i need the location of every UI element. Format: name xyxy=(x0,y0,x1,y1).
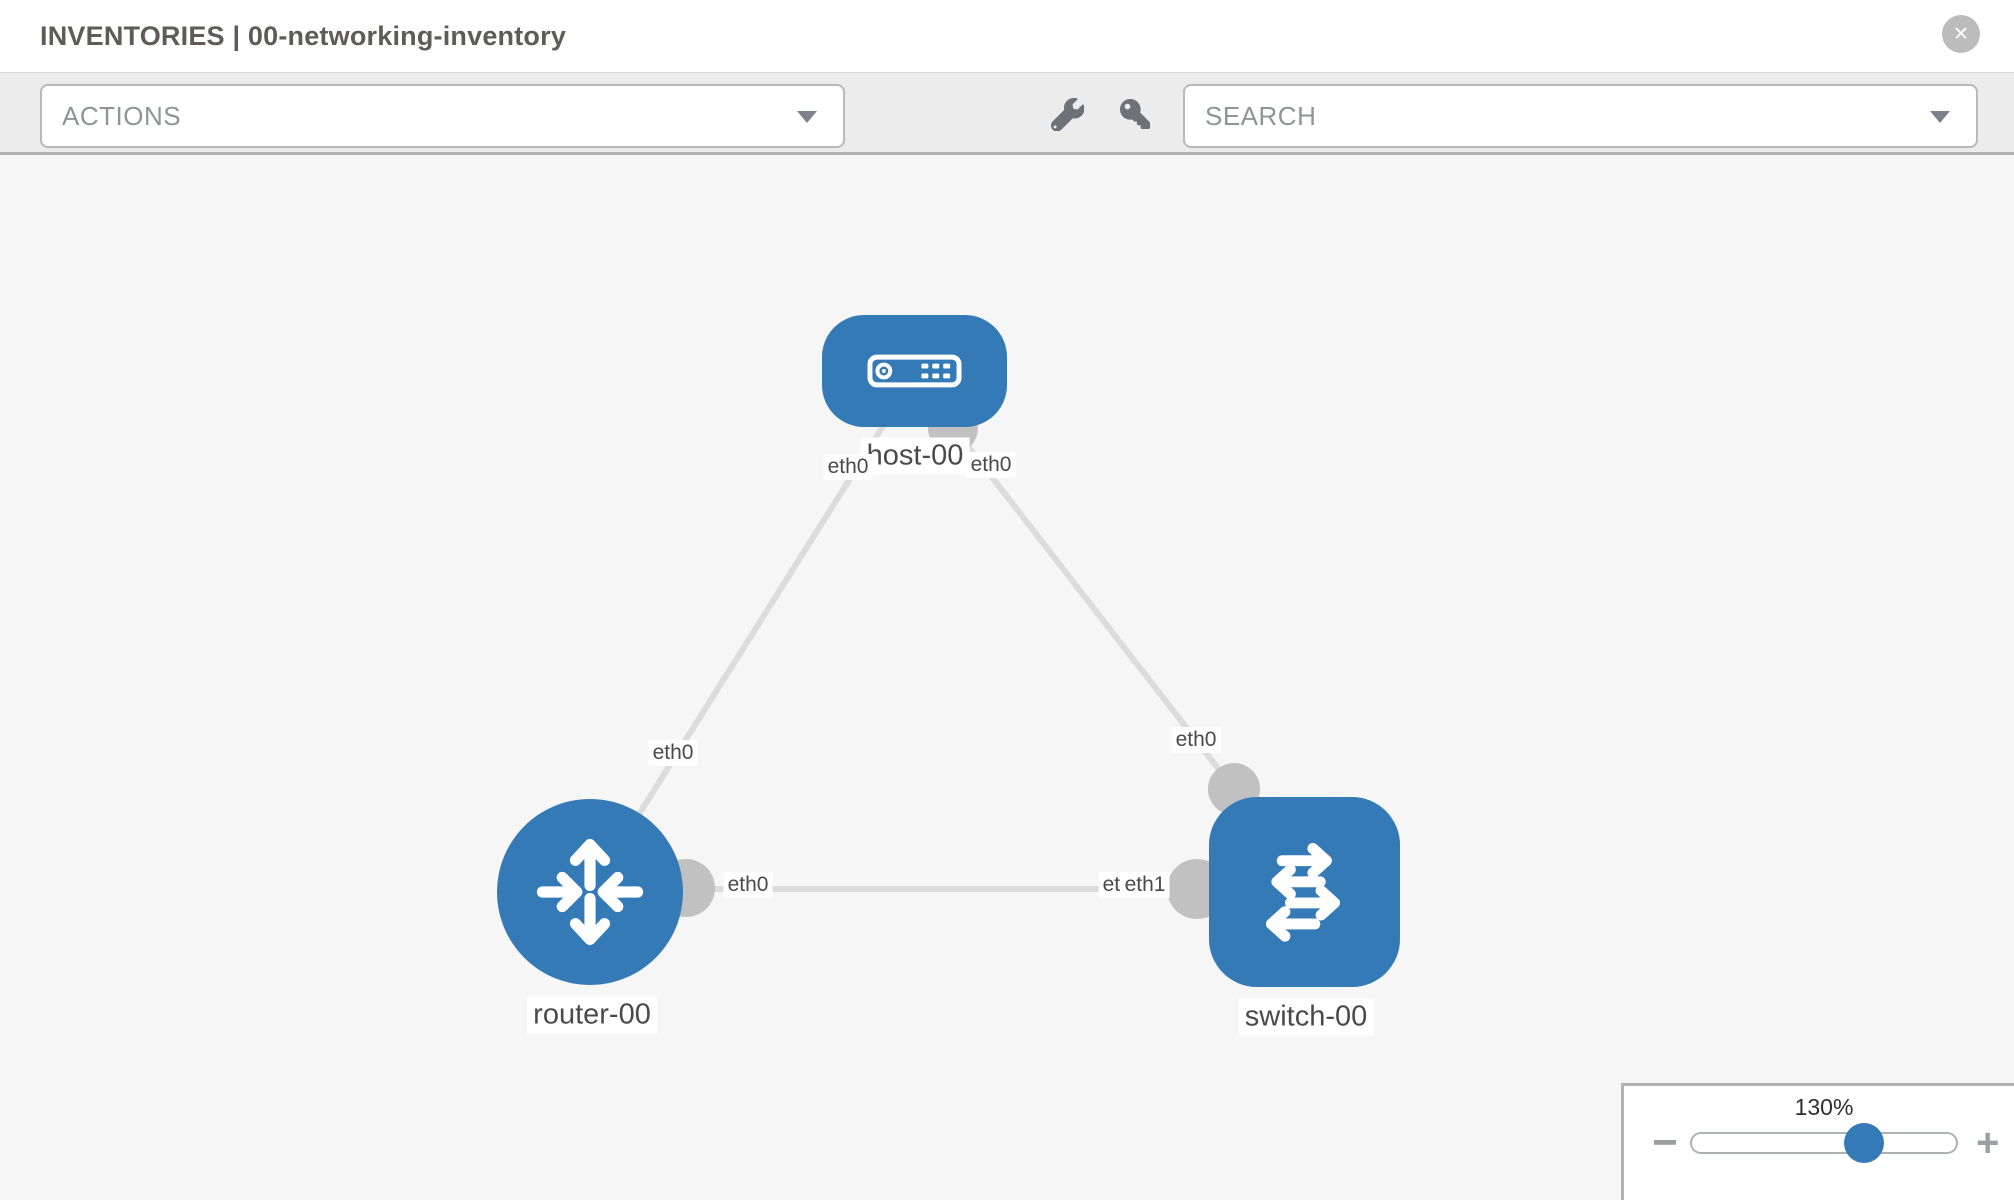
wrench-icon xyxy=(1051,97,1084,131)
node-label-router-00: router-00 xyxy=(527,996,657,1034)
key-icon xyxy=(1120,99,1150,129)
zoom-slider-track[interactable] xyxy=(1690,1132,1958,1154)
page-title: INVENTORIES | 00-networking-inventory xyxy=(40,21,567,51)
chevron-down-icon xyxy=(1930,111,1950,123)
zoom-slider-handle[interactable] xyxy=(1844,1123,1884,1163)
node-host-00[interactable] xyxy=(821,315,1007,427)
interface-label: eth0 xyxy=(648,740,698,766)
header: INVENTORIES | 00-networking-inventory ✕ xyxy=(0,0,2014,73)
configure-button[interactable] xyxy=(1051,73,1084,155)
switch-arrows-icon xyxy=(1265,843,1341,942)
node-switch-00[interactable] xyxy=(1208,797,1400,987)
chevron-down-icon xyxy=(797,111,817,123)
router-arrows-icon xyxy=(536,838,644,946)
node-label-switch-00: switch-00 xyxy=(1238,998,1374,1036)
zoom-in-button[interactable]: + xyxy=(1976,1121,2000,1165)
topology-canvas[interactable] xyxy=(0,155,2014,1200)
zoom-panel: 130% − + xyxy=(1621,1083,2014,1200)
search-dropdown[interactable]: SEARCH xyxy=(1183,84,1978,148)
zoom-out-button[interactable]: − xyxy=(1652,1118,1678,1167)
server-icon xyxy=(866,354,962,388)
interface-label: eth0 xyxy=(823,454,873,480)
node-router-00[interactable] xyxy=(497,799,683,985)
close-button[interactable]: ✕ xyxy=(1942,15,1980,53)
credentials-button[interactable] xyxy=(1120,73,1150,155)
zoom-level-value: 130% xyxy=(1794,1094,1854,1120)
search-dropdown-label: SEARCH xyxy=(1205,100,1317,131)
interface-label: eth0 xyxy=(1171,727,1221,753)
interface-label: eth1 xyxy=(1120,872,1170,898)
toolbar: ACTIONS SEARCH xyxy=(0,73,2014,155)
actions-dropdown-label: ACTIONS xyxy=(62,100,182,131)
interface-label: eth0 xyxy=(723,872,773,898)
interface-label: eth0 xyxy=(966,452,1016,478)
node-label-host-00: host-00 xyxy=(860,437,970,475)
close-icon: ✕ xyxy=(1953,23,1969,45)
actions-dropdown[interactable]: ACTIONS xyxy=(40,84,845,148)
